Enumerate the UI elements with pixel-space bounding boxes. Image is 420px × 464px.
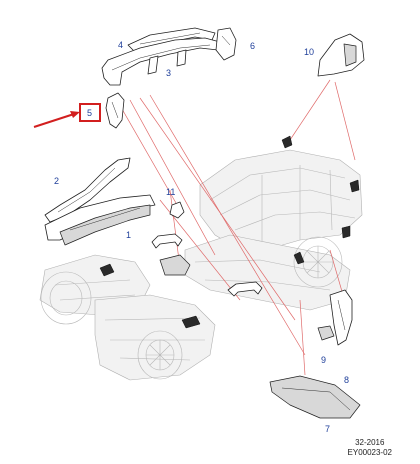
callout-8: 8 xyxy=(344,375,349,385)
leader-lines xyxy=(117,79,356,376)
callout-labels: 1 2 3 4 5 6 7 8 9 10 11 xyxy=(54,40,349,434)
lower-wheel-icon xyxy=(137,330,183,380)
part-10-trim-panel xyxy=(317,33,365,77)
callout-6: 6 xyxy=(250,41,255,51)
callout-3: 3 xyxy=(166,68,171,78)
callout-7: 7 xyxy=(325,424,330,434)
callout-4: 4 xyxy=(118,40,123,50)
vehicle-body-outline xyxy=(184,149,363,311)
callout-11: 11 xyxy=(166,187,175,197)
highlight-callout-5 xyxy=(33,103,101,128)
callout-9: 9 xyxy=(321,355,326,365)
rear-wheel-icon xyxy=(293,236,343,288)
lower-clip-parts xyxy=(99,263,201,329)
part-9-latch xyxy=(317,325,335,341)
clip-parts xyxy=(281,135,360,239)
lower-body-outline xyxy=(39,254,216,381)
part-5-bracket xyxy=(105,92,125,129)
part-8-trim xyxy=(329,289,353,346)
part-6-support xyxy=(215,27,237,61)
reference-line-2: EY00023-02 xyxy=(347,448,392,457)
callout-2: 2 xyxy=(54,176,59,186)
callout-1: 1 xyxy=(126,230,131,240)
part-7-liner xyxy=(269,375,361,419)
callout-10: 10 xyxy=(304,47,314,57)
part-11-clip xyxy=(169,201,185,219)
front-wheel-arch-icon xyxy=(40,271,92,325)
grab-handle-parts xyxy=(151,233,305,297)
arrow-head-icon xyxy=(70,111,80,118)
reference-number: 32-2016 EY00023-02 xyxy=(348,438,392,458)
part-1-side-panel xyxy=(44,194,156,246)
reference-line-1: 32-2016 xyxy=(355,438,385,447)
callout-5: 5 xyxy=(87,108,92,118)
part-3-lower-bracket xyxy=(101,37,221,86)
